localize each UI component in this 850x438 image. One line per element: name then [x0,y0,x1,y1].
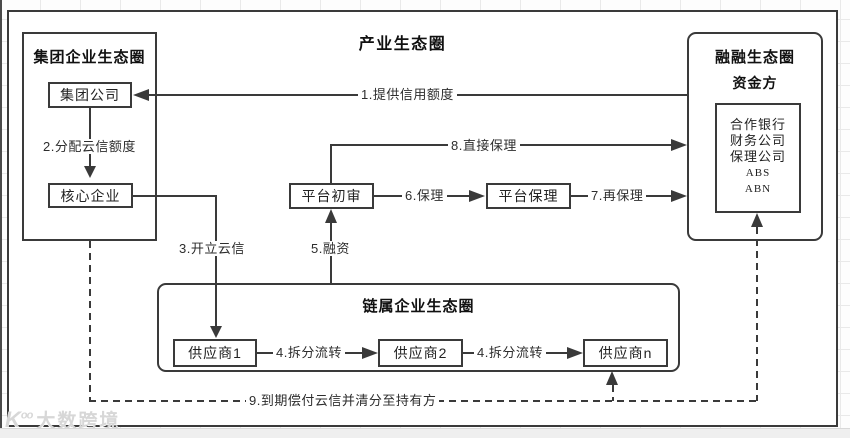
bottom-scroll-strip[interactable] [0,428,850,438]
arrow-left-icon [133,89,149,101]
flow-line-3h [133,195,217,197]
watermark-text: 大数跨境 [36,411,121,432]
watermark: Koo 大数跨境 [5,406,120,433]
diagram-title: 产业生态圈 [358,36,447,53]
platform-initial-review-node: 平台初审 [289,183,374,209]
group-ecosystem-title: 集团企业生态圈 [33,49,146,66]
arrow-up-icon [751,213,763,227]
flow-label-1: 1.提供信用额度 [358,87,457,102]
watermark-logo-icon: Koo [5,406,33,432]
supplier-2-node: 供应商2 [378,339,463,367]
flow-line-3v [215,195,217,326]
arrow-up-icon [606,371,618,385]
group-company-node: 集团公司 [48,82,132,108]
funder-abs: ABS [745,167,771,179]
funder-bank: 合作银行 [729,117,786,132]
funders-node: 合作银行 财务公司 保理公司 ABS ABN [715,103,801,213]
core-enterprise-node: 核心企业 [48,183,133,208]
arrow-up-icon [325,209,337,223]
flow-label-7: 7.再保理 [588,188,647,203]
flow-label-4a: 4.拆分流转 [273,345,345,360]
platform-factoring-node: 平台保理 [486,183,571,209]
flow-line-8v [330,145,332,183]
arrow-right-icon [567,347,583,359]
flow-label-2: 2.分配云信额度 [40,139,139,154]
arrow-right-icon [671,139,687,151]
chain-ecosystem-title: 链属企业生态圈 [362,298,475,315]
finance-ecosystem-subtitle: 资金方 [732,75,778,91]
funder-abn: ABN [744,183,772,195]
flow-label-5: 5.融资 [308,241,353,256]
funder-finance-company: 财务公司 [729,133,786,148]
finance-ecosystem-title: 融融生态圈 [714,49,795,66]
flow-label-6: 6.保理 [402,188,447,203]
flow-label-4b: 4.拆分流转 [474,345,546,360]
screenshot-left-edge [0,0,2,429]
flow-line-2 [89,108,91,166]
arrow-right-icon [469,190,485,202]
arrow-right-icon [362,347,378,359]
arrow-down-icon [84,166,96,178]
arrow-down-icon [210,326,222,338]
arrow-right-icon [671,190,687,202]
flow-line-9-branch [612,385,614,401]
supplier-1-node: 供应商1 [173,339,257,367]
flow-label-3: 3.开立云信 [176,241,248,256]
funder-factoring-company: 保理公司 [729,149,786,164]
flow-line-9-right [756,227,758,401]
supplier-n-node: 供应商n [583,339,668,367]
flow-label-8: 8.直接保理 [448,138,520,153]
flow-line-9-left [89,241,91,402]
flow-label-9: 9.到期偿付云信并清分至持有方 [246,393,440,408]
